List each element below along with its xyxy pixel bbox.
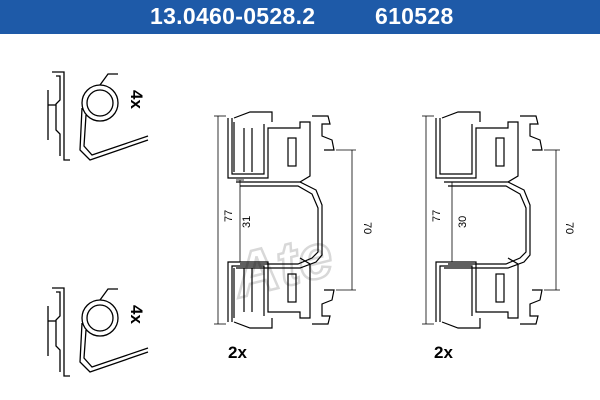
clip-left-dim-overall: 77 [223, 210, 235, 222]
clip-left [227, 111, 335, 329]
clip-right-dimensions [422, 115, 560, 325]
reference-number: 610528 [375, 3, 454, 29]
clip-right-dim-inner: 30 [457, 216, 469, 228]
clip-left-dim-inner: 31 [241, 216, 253, 228]
clip-left-quantity: 2x [228, 343, 247, 362]
part-number: 13.0460-0528.2 [150, 3, 316, 29]
spring-top-quantity: 4x [127, 90, 146, 109]
spring-bottom-quantity: 4x [127, 305, 146, 324]
clip-left-dim-width: 70 [361, 222, 373, 234]
clip-right-quantity: 2x [434, 343, 453, 362]
clip-right-dim-width: 70 [563, 222, 575, 234]
clip-right-dim-overall: 77 [431, 210, 443, 222]
clip-left-dimensions [214, 115, 356, 325]
spring-top [47, 71, 149, 161]
spring-bottom [47, 287, 149, 377]
header-bar: 13.0460-0528.2 610528 [0, 0, 600, 34]
